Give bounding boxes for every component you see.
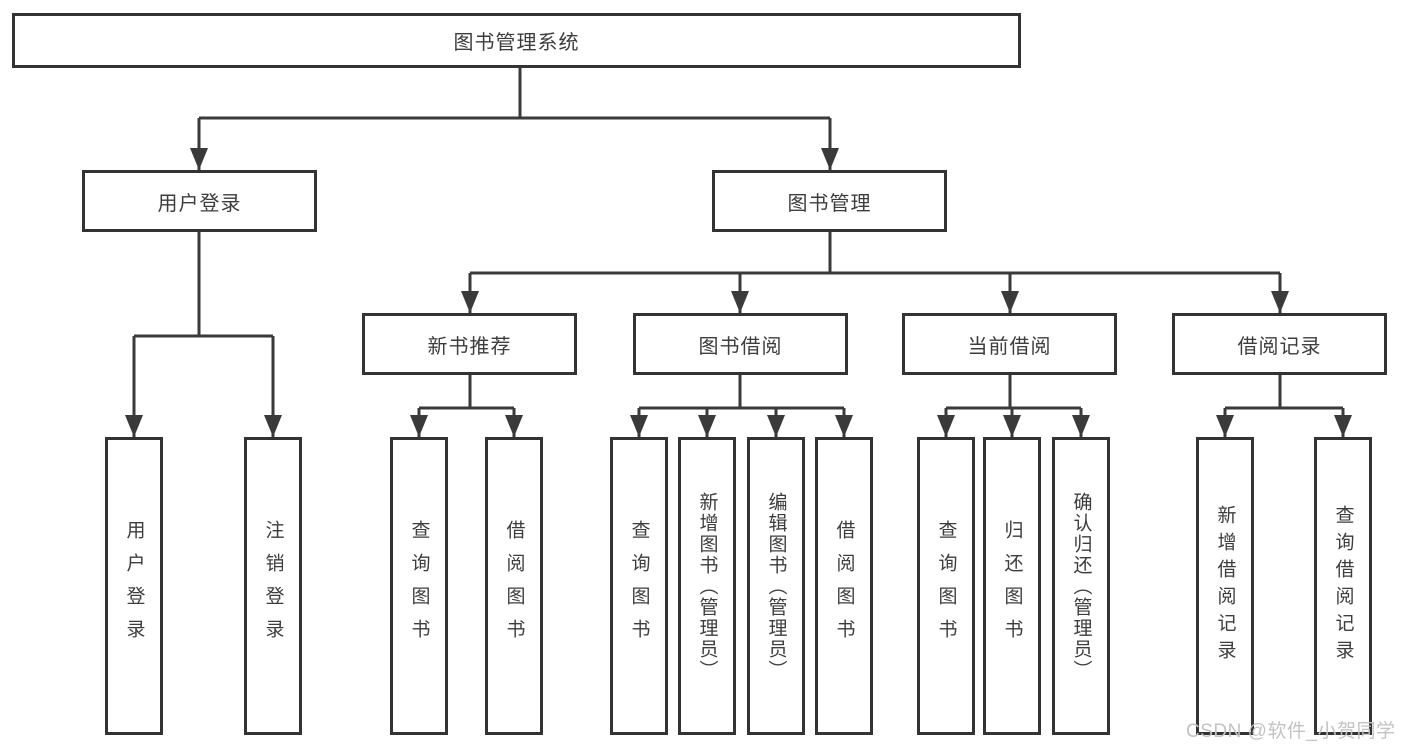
leaf-borrow-books: 借阅图书: [485, 437, 543, 735]
leaf-confirm-return-admin: 确认归还（管理员）: [1052, 437, 1110, 735]
node-current-borrowing: 当前借阅: [902, 313, 1117, 375]
leaf-add-borrow-record: 新增借阅记录: [1196, 437, 1254, 735]
leaf-edit-books-admin: 编辑图书（管理员）: [747, 437, 805, 735]
node-new-book-recommend: 新书推荐: [362, 313, 577, 375]
leaf-label: 查询图书: [935, 520, 957, 652]
node-book-borrowing: 图书借阅: [633, 313, 848, 375]
leaf-label: 归还图书: [1001, 520, 1023, 652]
leaf-label: 查询图书: [628, 520, 650, 652]
node-borrow-records: 借阅记录: [1172, 313, 1387, 375]
leaf-query-borrow-record: 查询借阅记录: [1314, 437, 1372, 735]
leaf-label: 借阅图书: [833, 520, 855, 652]
node-user-login: 用户登录: [82, 170, 317, 232]
leaf-label: 新增图书（管理员）: [696, 491, 718, 681]
leaf-logout: 注销登录: [244, 437, 302, 735]
leaf-query-books: 查询图书: [610, 437, 668, 735]
leaf-label: 确认归还（管理员）: [1070, 491, 1092, 681]
leaf-label: 查询图书: [408, 520, 430, 652]
node-library-management-system: 图书管理系统: [12, 13, 1021, 68]
leaf-return-books: 归还图书: [983, 437, 1041, 735]
leaf-label: 编辑图书（管理员）: [765, 491, 787, 681]
node-book-management: 图书管理: [712, 170, 947, 232]
leaf-label: 借阅图书: [503, 520, 525, 652]
leaf-borrow-books: 借阅图书: [815, 437, 873, 735]
leaf-query-books: 查询图书: [917, 437, 975, 735]
leaf-add-books-admin: 新增图书（管理员）: [678, 437, 736, 735]
leaf-label: 新增借阅记录: [1214, 505, 1236, 667]
leaf-user-login: 用户登录: [105, 437, 163, 735]
leaf-label: 查询借阅记录: [1332, 505, 1354, 667]
leaf-label: 用户登录: [123, 520, 145, 652]
leaf-label: 注销登录: [262, 520, 284, 652]
leaf-query-books: 查询图书: [390, 437, 448, 735]
csdn-watermark: CSDN @软件_小贺同学: [1186, 721, 1396, 742]
